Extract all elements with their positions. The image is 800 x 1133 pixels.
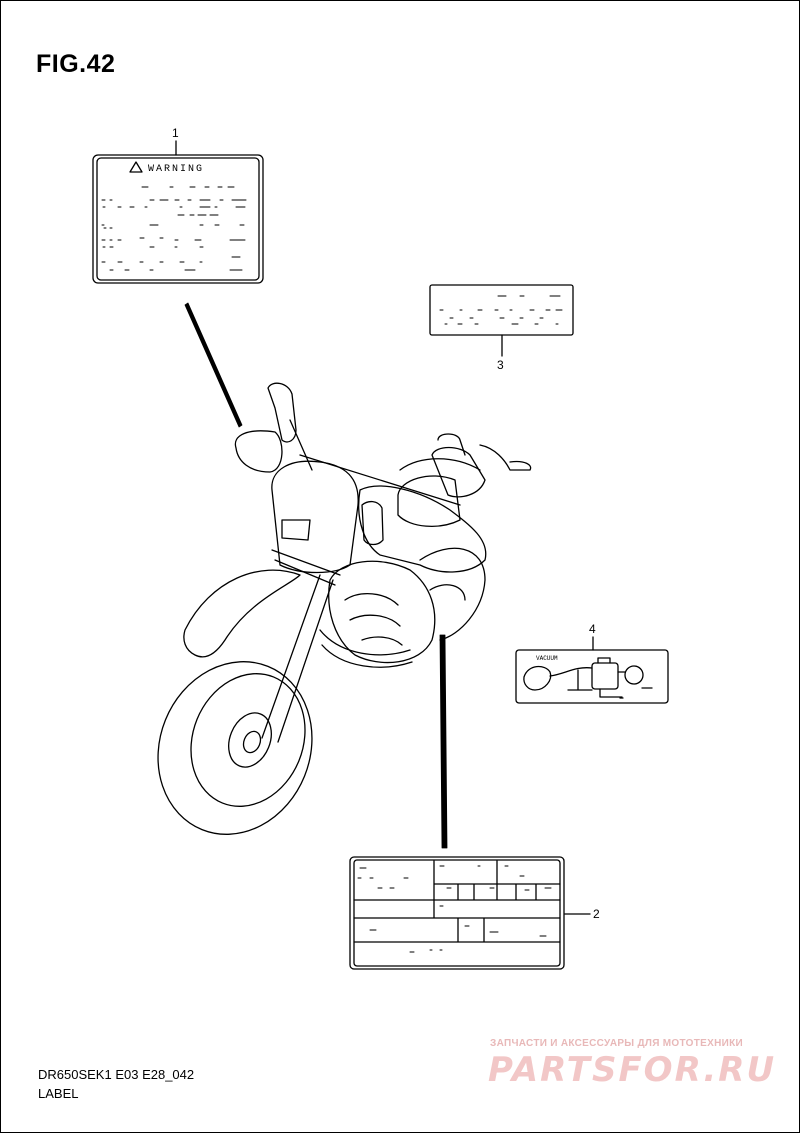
- warning-triangle-icon: [129, 161, 143, 173]
- vacuum-label[interactable]: VACUUM: [515, 649, 669, 704]
- callout-3: 3: [497, 358, 504, 372]
- callout-2: 2: [593, 907, 600, 921]
- warning-label[interactable]: WARNING: [92, 154, 264, 284]
- callout-1: 1: [172, 126, 179, 140]
- callout-leaders: [175, 140, 594, 915]
- pointer-label-2: [439, 634, 448, 849]
- specification-label[interactable]: [349, 856, 565, 970]
- pointer-label-1: [184, 302, 243, 428]
- figure-title: FIG.42: [36, 50, 116, 78]
- watermark-brand: PARTSFOR.RU: [488, 1050, 777, 1090]
- motorcycle-illustration: [157, 382, 532, 835]
- warning-label-heading: WARNING: [148, 164, 204, 175]
- vacuum-label-heading: VACUUM: [536, 655, 558, 662]
- callout-4: 4: [589, 622, 596, 636]
- diagram-code: DR650SEK1 E03 E28_042: [38, 1067, 195, 1082]
- watermark-tagline: ЗАПЧАСТИ И АКСЕССУАРЫ ДЛЯ МОТОТЕХНИКИ: [490, 1038, 743, 1049]
- diagram-caption: LABEL: [38, 1086, 79, 1101]
- info-label-3[interactable]: [429, 284, 574, 336]
